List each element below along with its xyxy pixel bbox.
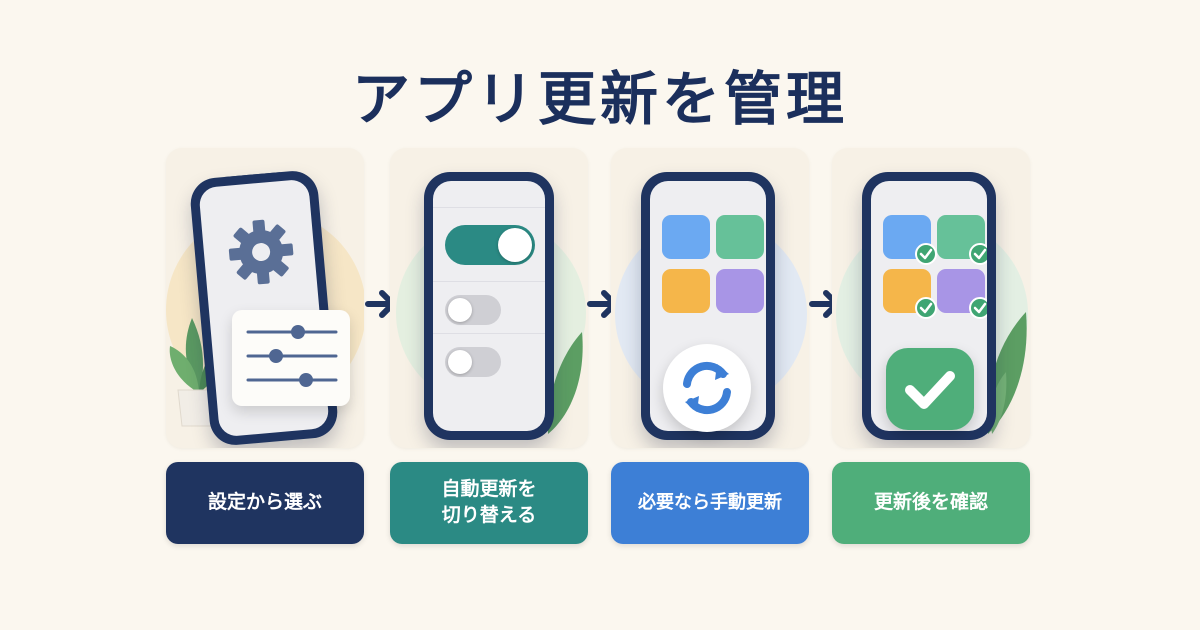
checkmark-icon xyxy=(973,248,987,260)
step-card-auto-update xyxy=(390,148,588,448)
checkmark-icon xyxy=(905,371,955,409)
refresh-icon xyxy=(683,361,731,415)
checkmark-icon xyxy=(919,302,933,314)
check-badge xyxy=(969,297,987,319)
step-card-verify xyxy=(832,148,1030,448)
step-label-settings: 設定から選ぶ xyxy=(166,462,364,544)
step-label-manual-update: 必要なら手動更新 xyxy=(611,462,809,544)
checkmark-icon xyxy=(973,302,987,314)
toggle-off[interactable] xyxy=(445,347,501,377)
phone xyxy=(188,168,340,448)
refresh-button[interactable] xyxy=(663,344,751,432)
step-label-verify: 更新後を確認 xyxy=(832,462,1030,544)
step-label-line: 自動更新を xyxy=(441,478,537,501)
toggle-off[interactable] xyxy=(445,295,501,325)
step-label-line: 切り替える xyxy=(441,504,537,526)
phone-screen xyxy=(198,178,330,438)
check-badge xyxy=(969,243,987,265)
leaf-icon xyxy=(547,332,583,434)
sliders-panel xyxy=(232,310,350,406)
phone-screen xyxy=(433,181,545,431)
app-tile xyxy=(662,269,710,313)
step-card-settings xyxy=(166,148,364,448)
checkmark-icon xyxy=(919,248,933,260)
phone xyxy=(424,172,554,440)
gear-icon xyxy=(228,219,294,285)
app-tile xyxy=(716,269,764,313)
confirm-badge xyxy=(886,348,974,430)
app-tile xyxy=(716,215,764,259)
page-title: アプリ更新を管理 xyxy=(351,65,848,133)
check-badge xyxy=(915,243,937,265)
step-card-manual-update xyxy=(611,148,809,448)
sliders-icon xyxy=(246,325,338,387)
step-label-auto-update: 自動更新を 切り替える xyxy=(390,462,588,544)
app-tile xyxy=(662,215,710,259)
auto-update-toggle-on[interactable] xyxy=(445,225,535,265)
check-badge xyxy=(915,297,937,319)
